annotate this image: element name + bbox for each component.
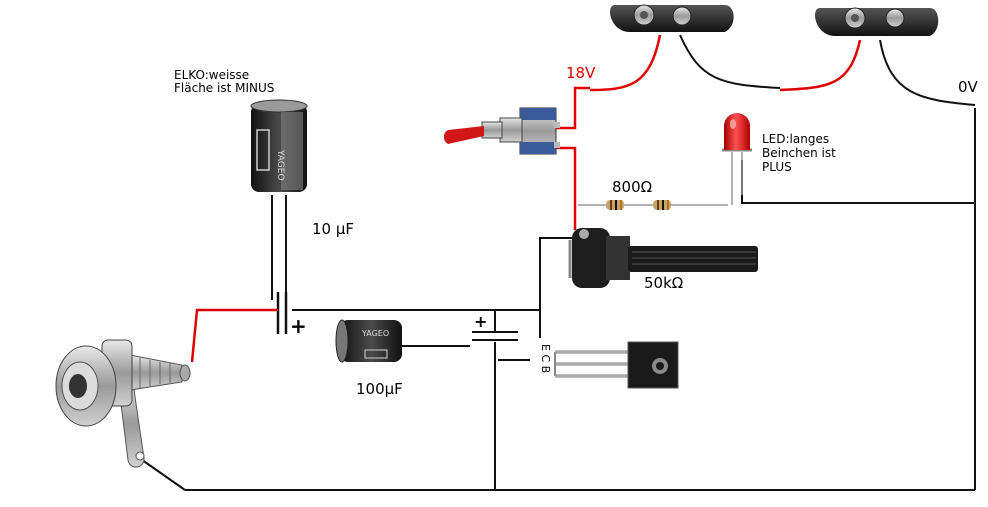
led-note-line1: LED:langes [762, 132, 830, 146]
cap-symbol-polarity-plus: + [474, 312, 488, 331]
capacitor-100uf: YAGEO [335, 319, 402, 363]
cap-small-value: 10 µF [312, 220, 355, 238]
clip-black-wire-2 [879, 39, 976, 106]
switch-to-pot-wire [555, 146, 577, 230]
battery-clip-1 [610, 4, 734, 32]
clip-black-wire-1 [679, 34, 781, 89]
cap-small-body-text: YAGEO [275, 149, 285, 181]
rca-jack [55, 339, 191, 468]
led-note-line2: Beinchen ist [762, 146, 836, 160]
elko-note-line2: Fläche ist MINUS [174, 81, 275, 95]
capacitor-10uf: YAGEO [250, 99, 308, 192]
led-red [722, 113, 752, 205]
jack-signal-wire [190, 308, 278, 363]
pot-wiper-wire [539, 237, 578, 338]
cap-large-body-text: YAGEO [361, 329, 389, 338]
voltage-zero-label: 0V [958, 78, 978, 96]
pot-value: 50kΩ [644, 274, 684, 292]
resistor-800 [578, 200, 728, 210]
red-wires [190, 34, 862, 363]
potentiometer [568, 228, 758, 288]
transistor-pin-labels: E C B [539, 344, 552, 374]
switch-to-18v-wire [555, 86, 590, 130]
capacitor-symbol [472, 310, 518, 341]
elko-note-line1: ELKO:weisse [174, 68, 250, 82]
capacitor-symbol-10uf [276, 292, 288, 334]
battery-clip-2 [815, 7, 939, 36]
clip-red-wire-2 [779, 39, 862, 92]
voltage-plus-label: 18V [566, 64, 596, 82]
clip-red-wire-1 [589, 34, 662, 92]
cap-10uf-polarity-plus: + [290, 314, 307, 338]
resistor-value: 800Ω [612, 178, 653, 196]
transistor [554, 341, 679, 389]
cap-large-value: 100µF [356, 380, 403, 398]
toggle-switch [443, 107, 560, 155]
led-note-line3: PLUS [762, 160, 792, 174]
